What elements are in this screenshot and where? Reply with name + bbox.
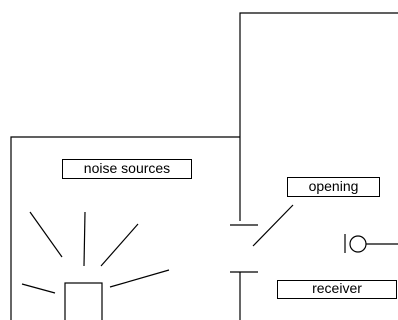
left-room-wall xyxy=(10,136,240,320)
noise-ray-4 xyxy=(21,283,56,294)
noise-ray-5 xyxy=(109,269,170,288)
noise-source-box xyxy=(64,282,103,320)
noise-sources-label: noise sources xyxy=(62,159,192,179)
opening-pointer-line xyxy=(252,204,294,247)
receiver-label: receiver xyxy=(277,280,397,299)
right-room-wall xyxy=(239,12,398,137)
opening-label: opening xyxy=(287,177,380,197)
noise-ray-3 xyxy=(100,223,139,267)
noise-ray-2 xyxy=(83,211,86,267)
receiver-microphone-icon xyxy=(349,235,367,253)
noise-ray-1 xyxy=(29,211,63,258)
